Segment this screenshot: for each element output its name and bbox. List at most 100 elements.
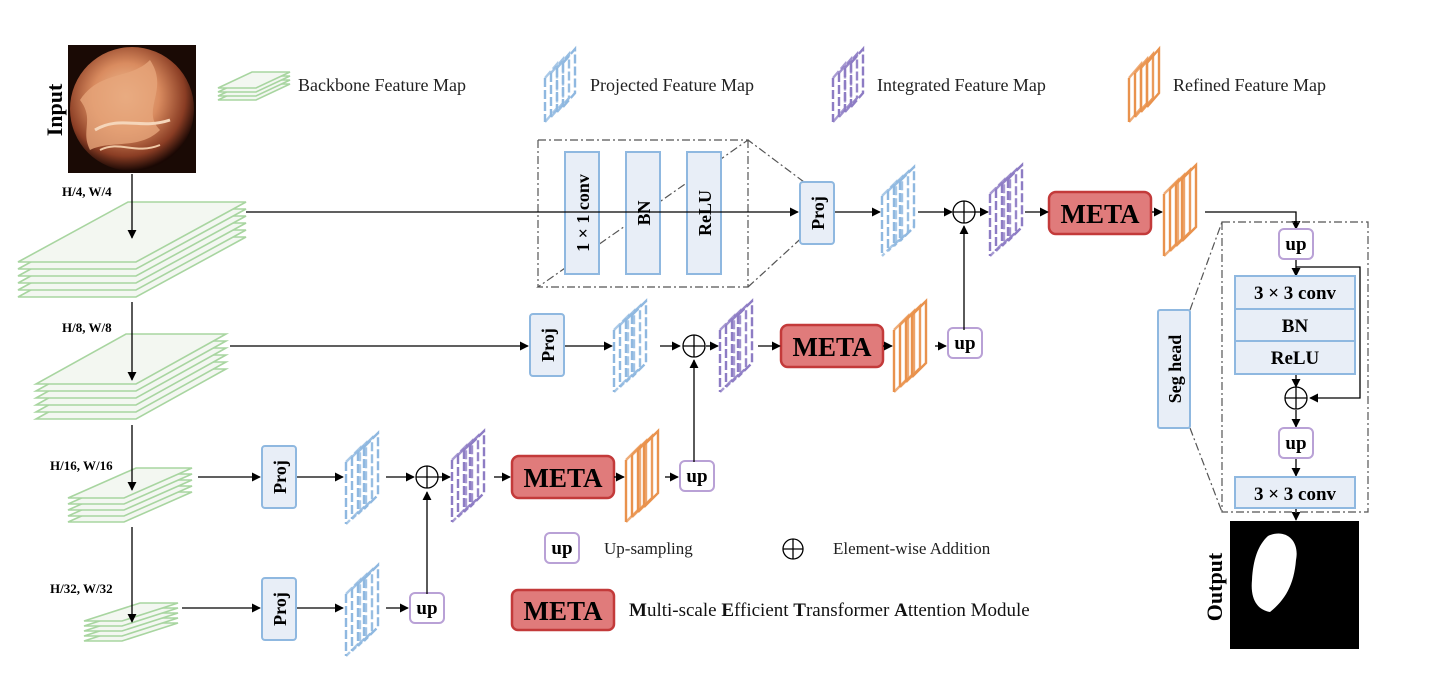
refined-map-l2 — [892, 298, 928, 393]
meta-desc-rest-e: fficient — [734, 600, 793, 621]
meta-desc-initial-m: M — [629, 600, 647, 621]
input-label: Input — [42, 83, 67, 136]
meta-box-l2: META — [779, 323, 885, 369]
add-nodes — [415, 200, 976, 489]
proj-box-l2: Proj — [529, 313, 565, 377]
scale-label-4: H/32, W/32 — [50, 581, 113, 596]
seg-head-title-box — [1157, 309, 1191, 429]
legend-refined-plates — [1127, 45, 1161, 123]
detail-conv-box — [564, 151, 600, 275]
refined-map-l1 — [1162, 162, 1198, 257]
seg-head-up1-box — [1278, 228, 1314, 260]
legend-refined-label: Refined Feature Map — [1173, 75, 1326, 95]
feature-stacks — [344, 162, 1198, 657]
meta-desc-rest-m: ulti-scale — [647, 600, 721, 621]
legend-up-sampling-label: Up-sampling — [604, 539, 693, 558]
detail-bn-box — [625, 151, 661, 275]
scale-label-2: H/8, W/8 — [62, 320, 112, 335]
proj-box-l1: Proj — [799, 181, 835, 245]
seg-head-title: Seg head — [1165, 335, 1185, 404]
meta-desc-rest-t: ransformer — [806, 600, 894, 621]
proj-box-l4-label: Proj — [270, 592, 290, 626]
up-boxes: up up up — [409, 327, 983, 624]
output-label: Output — [1202, 552, 1227, 621]
legend-refined-icon — [1127, 45, 1161, 123]
backbone-feature-stacks — [17, 201, 247, 642]
meta-desc-initial-e: E — [721, 600, 734, 621]
projected-map-l3 — [344, 430, 380, 525]
integrated-map-l2 — [718, 298, 754, 393]
legend-add-icon — [782, 538, 804, 560]
meta-desc-initial-t: T — [793, 600, 806, 621]
refined-map-l3 — [624, 428, 660, 523]
detail-relu-box — [686, 151, 722, 275]
projected-map-l2 — [612, 298, 648, 393]
meta-desc-initial-a: A — [894, 600, 908, 621]
scale-label-1: H/4, W/4 — [62, 184, 112, 199]
projected-map-l1 — [880, 164, 916, 257]
legend-backbone-plates — [217, 71, 291, 101]
projected-map-l4 — [344, 562, 380, 657]
scale-label-3: H/16, W/16 — [50, 458, 113, 473]
seg-head-stack-box — [1234, 275, 1356, 375]
legend-meta-box — [510, 588, 616, 632]
legend-backbone-icon — [217, 71, 291, 101]
backbone-stack-2 — [32, 333, 230, 420]
add-node-l3 — [415, 465, 439, 489]
seg-head-relu: ReLU — [1271, 348, 1320, 369]
proj-box-l1-label: Proj — [808, 196, 828, 230]
legend-projected-icon — [543, 45, 577, 123]
legend-meta-tag: META — [524, 596, 603, 626]
meta-box-l3-label: META — [524, 463, 603, 493]
detail-bn-label: BN — [634, 200, 654, 225]
output-mask — [1230, 521, 1359, 649]
meta-box-l1-label: META — [1061, 199, 1140, 229]
integrated-map-l1 — [988, 162, 1024, 257]
meta-box-l3: META — [510, 454, 616, 500]
meta-box-l2-label: META — [793, 332, 872, 362]
legend-backbone-label: Backbone Feature Map — [298, 75, 466, 95]
legend-integrated-icon — [831, 45, 865, 123]
legend-projected-label: Projected Feature Map — [590, 75, 754, 95]
add-node-l2 — [682, 334, 706, 358]
seg-head-conv2: 3 × 3 conv — [1254, 484, 1337, 505]
up-box-l3-label: up — [686, 466, 707, 487]
integrated-map-l3 — [450, 428, 486, 523]
detail-conv-label: 1 × 1 conv — [573, 174, 593, 252]
proj-box-l3-label: Proj — [270, 460, 290, 494]
up-box-l2-label: up — [954, 333, 975, 354]
seg-head-up2: up — [1285, 433, 1306, 454]
seg-head-conv2-box — [1234, 476, 1356, 509]
backbone-stack-1 — [17, 201, 247, 298]
legend-up-box — [544, 532, 580, 564]
seg-head-add-node — [1284, 386, 1308, 410]
up-box-l4-label: up — [416, 598, 437, 619]
up-box-l2: up — [947, 327, 983, 359]
meta-box-l1: META — [1047, 190, 1153, 236]
proj-box-l4: Proj — [261, 577, 297, 641]
backbone-stack-3 — [67, 467, 193, 523]
proj-detail-panel: 1 × 1 conv BN ReLU — [536, 138, 809, 288]
detail-relu-label: ReLU — [695, 190, 715, 236]
legend-meta-description: Multi-scale Efficient Transformer Attent… — [629, 600, 1030, 621]
up-box-l4: up — [409, 592, 445, 624]
proj-box-l2-label: Proj — [538, 328, 558, 362]
meta-desc-rest-a: ttention Module — [908, 600, 1030, 621]
seg-head-conv1: 3 × 3 conv — [1254, 283, 1337, 304]
seg-head: Seg head up 3 × 3 conv BN ReLU up 3 × 3 … — [1157, 221, 1369, 513]
add-node-l1 — [952, 200, 976, 224]
flow-lines — [182, 207, 1361, 613]
legend-up-symbol: up — [551, 538, 572, 559]
legend-projected-plates — [543, 45, 577, 123]
proj-box-l3: Proj — [261, 445, 297, 509]
seg-head-bn: BN — [1282, 316, 1309, 337]
legend-addition-label: Element-wise Addition — [833, 539, 991, 558]
legend-integrated-plates — [831, 45, 865, 123]
seg-head-up1: up — [1285, 234, 1306, 255]
up-box-l3: up — [679, 460, 715, 492]
legend-integrated-label: Integrated Feature Map — [877, 75, 1046, 95]
seg-head-up2-box — [1278, 427, 1314, 459]
backbone-stack-4 — [83, 602, 179, 642]
